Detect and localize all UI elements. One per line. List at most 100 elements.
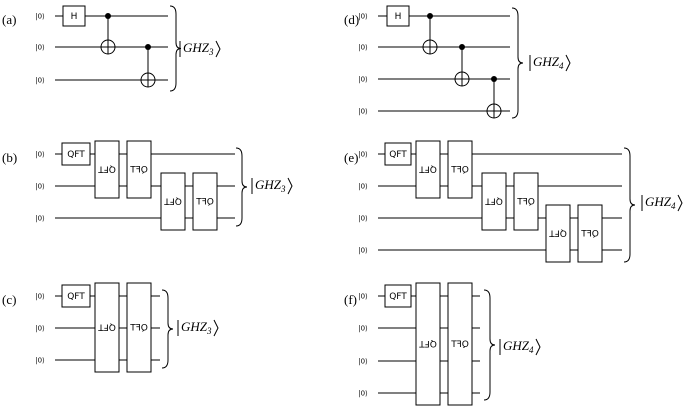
inverse-qft-gate (94, 282, 120, 373)
output-state: GHZ4 (533, 54, 564, 71)
circuit-panel-a: (a) |0⟩ |0⟩ |0⟩ H GHZ3 (2, 5, 221, 92)
output-state: GHZ4 (503, 338, 534, 355)
inverse-qft-gate (415, 140, 441, 199)
inverse-qft-gate (160, 172, 186, 231)
gate-label: QFT (485, 195, 503, 205)
control-dot (459, 44, 465, 50)
state-name: GHZ (181, 319, 208, 334)
input-ket: |0⟩ (35, 357, 45, 365)
gate-label: QFT (451, 166, 469, 176)
gate-label: QFT (67, 150, 85, 160)
gate-label: QFT (389, 150, 407, 160)
gate-label: QFT (549, 227, 567, 237)
input-ket: |0⟩ (358, 325, 368, 333)
input-ket: |0⟩ (358, 76, 368, 84)
control-dot (145, 44, 151, 50)
input-ket: |0⟩ (358, 183, 368, 191)
gate-label: QFT (130, 324, 148, 334)
inverse-qft-gate (94, 140, 120, 199)
panel-label: (e) (344, 150, 358, 165)
ket-angle (565, 54, 571, 72)
qft-gate (447, 140, 473, 199)
ket-angle (287, 177, 293, 195)
output-state: GHZ3 (255, 177, 286, 194)
output-brace (483, 289, 496, 401)
state-subscript: 4 (529, 345, 534, 355)
panel-label: (d) (344, 12, 359, 27)
qft-gate (126, 282, 152, 373)
input-ket: |0⟩ (358, 293, 368, 301)
output-brace (169, 5, 182, 92)
gate-label: QFT (451, 340, 469, 350)
ket-angle (677, 194, 683, 212)
output-brace (161, 289, 174, 369)
input-ket: |0⟩ (35, 13, 45, 21)
inverse-qft-gate (415, 282, 441, 406)
output-state: GHZ3 (183, 40, 214, 57)
gate-label: QFT (67, 292, 85, 302)
gate-label: QFT (389, 292, 407, 302)
control-dot (105, 13, 111, 19)
qft-gate (61, 142, 91, 166)
gate-label: QFT (196, 198, 214, 208)
state-subscript: 4 (559, 61, 564, 71)
qft-gate (192, 172, 218, 231)
panel-label: (a) (2, 12, 16, 27)
state-name: GHZ (645, 194, 672, 209)
input-ket: |0⟩ (35, 215, 45, 223)
input-ket: |0⟩ (358, 151, 368, 159)
input-ket: |0⟩ (35, 44, 45, 52)
input-ket: |0⟩ (35, 151, 45, 159)
input-ket: |0⟩ (35, 293, 45, 301)
state-name: GHZ (503, 338, 530, 353)
output-brace (511, 7, 524, 119)
state-name: GHZ (183, 40, 210, 55)
gate-label: QFT (130, 166, 148, 176)
control-dot (491, 76, 497, 82)
qft-gate (447, 282, 473, 406)
gate-label: QFT (581, 230, 599, 240)
input-ket: |0⟩ (358, 13, 368, 21)
state-subscript: 4 (671, 201, 676, 211)
hadamard-gate (386, 5, 410, 27)
input-ket: |0⟩ (35, 325, 45, 333)
inverse-qft-gate (481, 172, 507, 231)
input-ket: |0⟩ (358, 215, 368, 223)
gate-label: H (395, 12, 402, 22)
input-ket: |0⟩ (358, 44, 368, 52)
circuit-panel-c: (c) |0⟩ |0⟩ |0⟩ QFT QFT QFT GHZ3 (2, 282, 219, 373)
state-subscript: 3 (208, 47, 214, 57)
qft-gate (61, 284, 91, 308)
qft-gate (513, 172, 539, 231)
state-name: GHZ (533, 54, 560, 69)
hadamard-gate (62, 5, 86, 27)
gate-label: QFT (98, 163, 116, 173)
panel-label: (c) (2, 292, 16, 307)
inverse-qft-gate (545, 204, 571, 263)
output-state: GHZ4 (645, 194, 676, 211)
gate-label: QFT (98, 321, 116, 331)
panel-label: (f) (344, 292, 357, 307)
input-ket: |0⟩ (358, 390, 368, 398)
input-ket: |0⟩ (358, 247, 368, 255)
output-brace (623, 147, 636, 263)
control-dot (427, 13, 433, 19)
gate-label: H (71, 12, 78, 22)
gate-label: QFT (419, 163, 437, 173)
qft-gate (384, 284, 412, 308)
ket-angle (213, 319, 219, 337)
output-state: GHZ3 (181, 319, 212, 336)
input-ket: |0⟩ (358, 358, 368, 366)
qft-gate (384, 142, 412, 166)
ket-angle (535, 338, 541, 356)
state-subscript: 3 (280, 184, 286, 194)
input-ket: |0⟩ (35, 77, 45, 85)
qft-gate (577, 204, 603, 263)
qft-gate (126, 140, 152, 199)
state-subscript: 3 (206, 326, 212, 336)
